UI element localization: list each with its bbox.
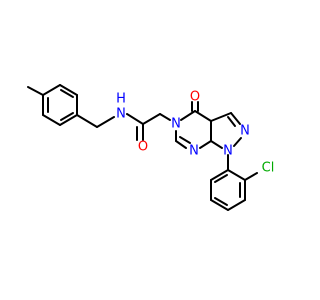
atom-label-keto-o: O [190,90,200,105]
atom-label-ring-n5: N [171,117,181,132]
atom-label-amide-n: N [116,107,126,122]
molecule-structure: N H O N O N N N Cl [27,84,274,211]
bond [233,137,242,147]
bond [27,86,44,96]
atom-label-amide-o: O [138,140,148,155]
bond [227,116,236,127]
bond [210,199,229,211]
bond [175,140,187,149]
bond [194,110,212,122]
bond [230,112,241,125]
bond [180,110,196,121]
bond [210,140,223,149]
molecule-canvas: N H O N O N N N Cl [27,84,274,211]
bond [159,113,171,121]
bond [210,169,229,181]
bond [59,84,78,96]
bond [244,172,258,181]
bond [96,116,115,128]
bond [42,84,61,96]
bond [42,114,61,126]
bond [142,113,161,125]
bond [214,197,228,206]
bond-layer [27,84,258,211]
bond [60,112,74,121]
atom-label-chloro: Cl [262,161,275,176]
bond [60,89,74,98]
atom-layer: N H O N O N N N Cl [116,90,274,176]
bond [126,113,144,125]
bond [59,114,78,126]
atom-label-pyrimidine-n: N [189,144,199,159]
bond [199,140,212,149]
atom-label-pyrazole-n2: N [240,124,250,139]
bond [210,112,232,122]
bond [76,114,98,128]
atom-label-amide-h: H [116,92,126,107]
bond [227,199,246,211]
bond [214,174,228,183]
bond [227,169,246,181]
bond [179,136,191,144]
atom-label-ring-n1: N [223,144,233,159]
